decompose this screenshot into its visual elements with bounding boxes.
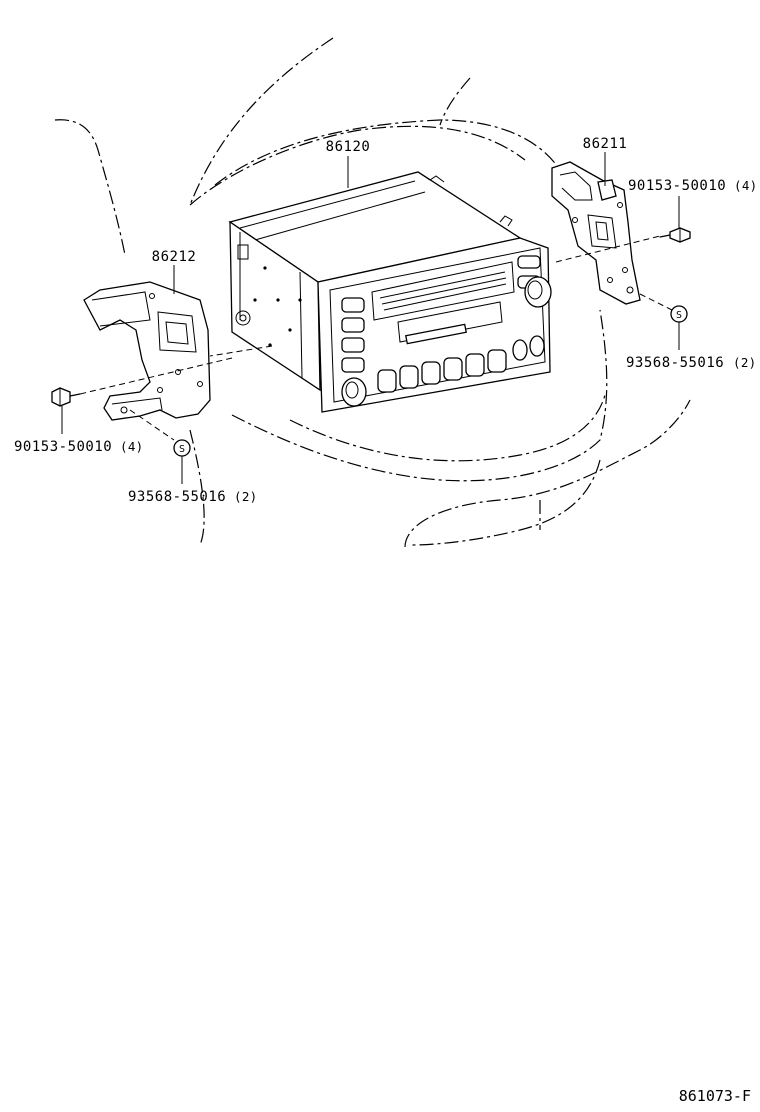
qty-screw-right: (4) [734, 178, 757, 193]
part-number-screw-right: 90153-50010 [628, 178, 726, 194]
screw-right-icon [659, 227, 691, 243]
part-number-bracket-left: 86212 [152, 249, 197, 265]
nut-right-icon: S [670, 305, 688, 323]
part-number-screw-left: 90153-50010 [14, 439, 112, 455]
radio-receiver [228, 171, 552, 413]
part-number-nut-left: 93568-55016 [128, 489, 226, 505]
qty-screw-left: (4) [120, 439, 143, 454]
leader-lines [61, 152, 680, 484]
part-number-bracket-right: 86211 [583, 136, 628, 152]
part-number-radio-receiver: 86120 [326, 139, 371, 155]
bracket-left [83, 281, 211, 421]
nut-left-icon: S [173, 439, 191, 457]
screw-left-icon [51, 387, 81, 407]
assembly-lines [79, 235, 673, 441]
qty-nut-right: (2) [733, 355, 756, 370]
svg-text:S: S [676, 310, 682, 321]
dashboard-outline [54, 37, 691, 548]
part-number-nut-right: 93568-55016 [626, 355, 724, 371]
qty-nut-left: (2) [234, 489, 257, 504]
svg-text:S: S [179, 444, 185, 455]
bracket-right [551, 161, 641, 305]
diagram-code: 861073-F [679, 1087, 751, 1105]
